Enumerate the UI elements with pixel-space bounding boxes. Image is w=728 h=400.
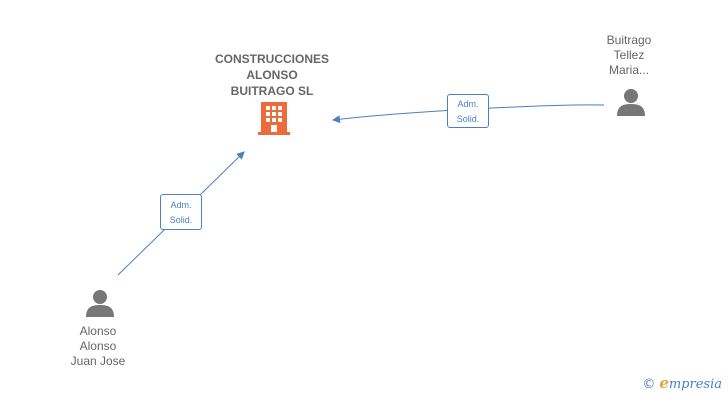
person-label-buitrago[interactable]: Buitrago Tellez Maria... bbox=[584, 33, 674, 78]
company-name-line: CONSTRUCCIONES bbox=[214, 52, 329, 66]
person-label-alonso[interactable]: Alonso Alonso Juan Jose bbox=[53, 324, 143, 369]
company-name[interactable]: CONSTRUCCIONES ALONSO BUITRAGO SL bbox=[172, 51, 372, 99]
company-name-line: BUITRAGO SL bbox=[230, 84, 314, 98]
person-name-line: Tellez bbox=[613, 48, 645, 62]
person-icon[interactable] bbox=[86, 290, 114, 317]
company-name-line: ALONSO bbox=[246, 68, 298, 82]
relation-label-line: Adm. bbox=[457, 99, 479, 109]
relation-label-alonso[interactable]: Adm. Solid. bbox=[160, 194, 202, 230]
relation-label-line: Solid. bbox=[169, 215, 193, 225]
relation-label-buitrago[interactable]: Adm. Solid. bbox=[447, 94, 489, 128]
brand-logo[interactable]: ©empresia bbox=[642, 374, 722, 392]
relation-label-line: Adm. bbox=[170, 200, 192, 210]
person-name-line: Alonso bbox=[79, 339, 117, 353]
relation-label-line: Solid. bbox=[456, 114, 480, 124]
person-icon[interactable] bbox=[617, 89, 645, 116]
person-name-line: Alonso bbox=[79, 324, 117, 338]
person-name-line: Juan Jose bbox=[70, 354, 126, 368]
brand-name: mpresia bbox=[668, 377, 722, 392]
copyright-symbol: © bbox=[642, 377, 656, 392]
brand-initial: e bbox=[659, 374, 669, 392]
person-name-line: Buitrago bbox=[606, 33, 652, 47]
building-icon[interactable] bbox=[258, 102, 290, 135]
person-name-line: Maria... bbox=[608, 63, 649, 77]
